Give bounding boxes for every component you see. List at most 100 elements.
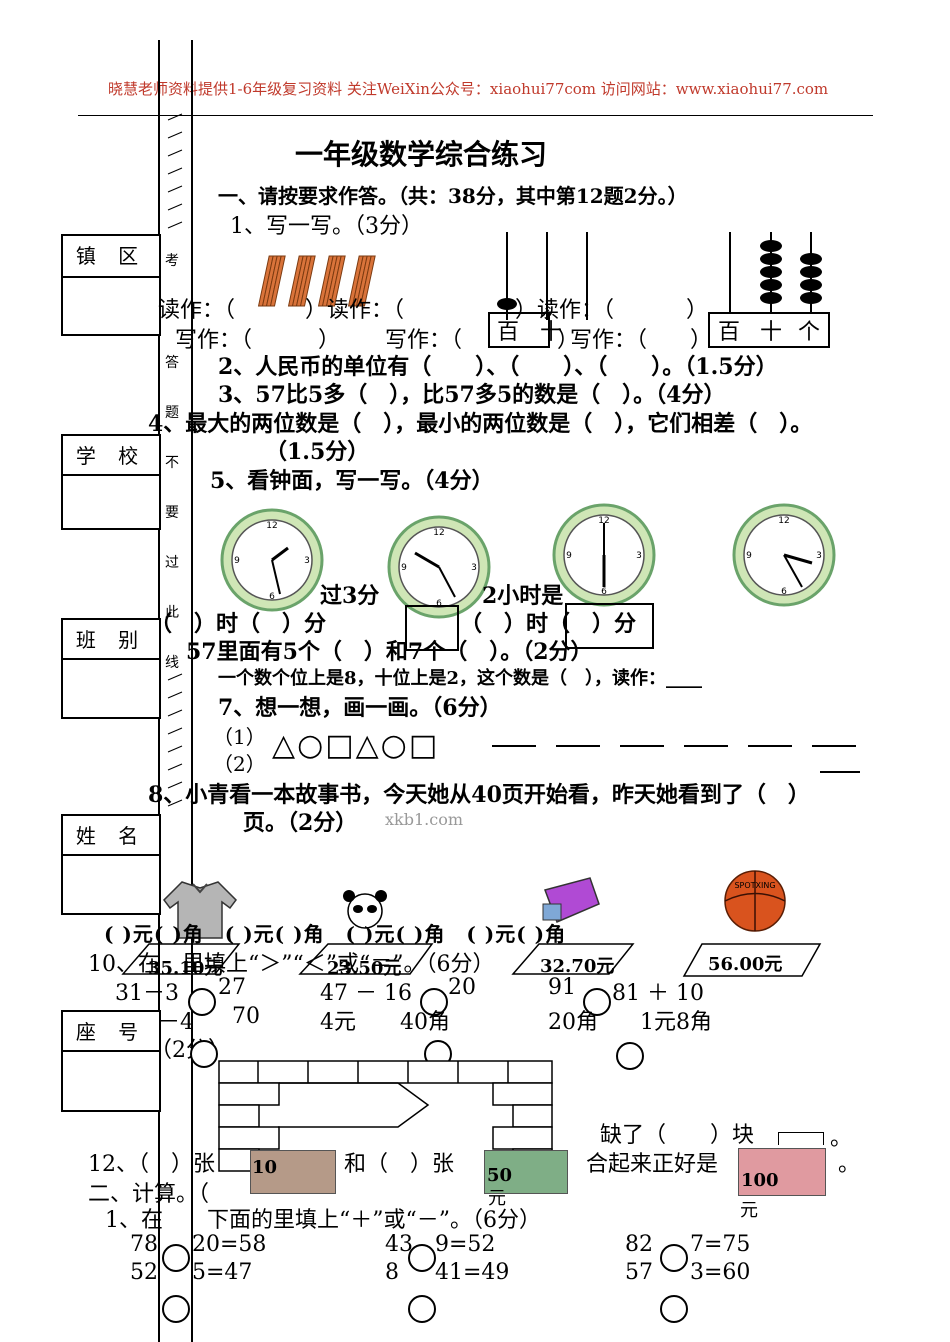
field-seat[interactable] [61, 1050, 161, 1112]
watermark: xkb1.com [385, 810, 463, 829]
abacus-1 [497, 232, 588, 320]
field-town[interactable] [61, 276, 161, 336]
svg-text:12: 12 [266, 521, 277, 531]
q7-blank[interactable] [492, 745, 536, 747]
q12-part: 。 [838, 1152, 861, 1177]
field-class[interactable] [61, 658, 161, 719]
compare-circle[interactable] [190, 1040, 218, 1068]
q10-expr: 4元 [320, 1010, 356, 1035]
q7-blank[interactable] [556, 745, 600, 747]
read-label-2: ）读作：（ [305, 298, 405, 323]
price-tag-frame [121, 943, 241, 975]
q7-row-1: （1） [213, 725, 266, 749]
q10-expr: 70 [232, 1004, 260, 1029]
write-label-2: 写作：（ [385, 328, 463, 353]
svg-text:12: 12 [598, 516, 609, 526]
section2-q1: 1、在 下面的里填上“＋”或“－”。（6分） [105, 1208, 541, 1233]
write-close-2: ） [557, 328, 580, 353]
q7: 7、想一想，画一画。（6分） [218, 695, 502, 721]
q11-end: 。 [830, 1126, 853, 1151]
q6a: 57里面有5个（ ）和7个（ ）。（2分） [186, 639, 593, 665]
q5-answer-2: （ ）时（ ）分 [460, 611, 637, 637]
q7-row-2: （2） [213, 752, 266, 776]
q10-expr: 27 [218, 975, 246, 1000]
q4-score: （1.5分） [265, 439, 370, 465]
price-tag-2: 23.50元 [327, 958, 402, 979]
compare-circle[interactable] [583, 988, 611, 1016]
svg-text:9: 9 [566, 551, 572, 561]
banknote-unit: 元 [488, 1188, 506, 1209]
svg-text:6: 6 [781, 587, 787, 597]
q10-expr: 31－3 [115, 981, 179, 1006]
q10-expr: 20 [448, 975, 476, 1000]
q7-blank[interactable] [620, 745, 664, 747]
operator-circle[interactable] [162, 1244, 190, 1272]
compare-circle[interactable] [616, 1042, 644, 1070]
svg-text:SPOTXING: SPOTXING [734, 881, 775, 890]
svg-text:6: 6 [269, 592, 275, 602]
read-label-3: 读作：（ [537, 298, 615, 323]
read-label-1: 读作：（ [158, 298, 236, 323]
q5: 5、看钟面，写一写。（4分） [210, 468, 494, 494]
operator-circle[interactable] [660, 1295, 688, 1323]
svg-text:9: 9 [746, 551, 752, 561]
operator-circle[interactable] [162, 1295, 190, 1323]
page-title: 一年级数学综合练习 [295, 138, 548, 171]
svg-text:12: 12 [778, 516, 789, 526]
header-rule [78, 115, 873, 116]
abacus-2-place: 个 [798, 320, 821, 345]
q9-answers: ( )元( )角 ( )元( )角 ( )元( )角 ( )元( )角 [104, 922, 567, 946]
operator-circle[interactable] [408, 1295, 436, 1323]
q12-part: 合起来正好是 [586, 1152, 719, 1177]
q7-blank[interactable] [684, 745, 728, 747]
q7-blank[interactable] [812, 745, 856, 747]
svg-text:3: 3 [304, 556, 310, 566]
notice-char: 要 [165, 505, 179, 521]
field-name[interactable] [61, 854, 161, 915]
operator-circle[interactable] [660, 1244, 688, 1272]
write-close-1: ） [318, 328, 341, 353]
calc-expr: 7=75 [690, 1232, 751, 1257]
brick-icon [778, 1132, 824, 1145]
calc-expr: 52 [130, 1260, 158, 1285]
notice-char: 此 [165, 605, 179, 621]
binding-line-right [191, 40, 193, 1342]
label-name: 姓 名 [61, 814, 161, 858]
write-label-3: 写作：（ [570, 328, 648, 353]
operator-circle[interactable] [408, 1244, 436, 1272]
calc-expr: 41=49 [435, 1260, 510, 1285]
banknote-100-image [738, 1148, 826, 1196]
q5-box [565, 603, 654, 649]
q11-text: 缺了（ ）块 [600, 1123, 755, 1148]
read-close-2: ） [515, 298, 538, 323]
svg-text:9: 9 [401, 563, 407, 573]
q12-part: 12、（ ）张 [88, 1152, 215, 1177]
price-tag-frame [511, 943, 635, 975]
q7-blank[interactable] [748, 745, 792, 747]
abacus-2-place: 十 [760, 320, 783, 345]
sweater-image [163, 881, 237, 939]
clock-1: 12 6 3 9 [220, 508, 324, 612]
notice-char: 线 [165, 655, 179, 671]
field-school[interactable] [61, 474, 161, 530]
compare-circle[interactable] [188, 988, 216, 1016]
svg-text:9: 9 [234, 556, 240, 566]
compare-circle[interactable] [420, 988, 448, 1016]
q5-fragment: 2小时是 [482, 583, 564, 609]
write-close-3: ） [690, 328, 713, 353]
banknote-value: 10 [252, 1157, 278, 1178]
q10-expr: 40角 [400, 1010, 450, 1035]
q7-blank[interactable] [820, 771, 860, 773]
calc-expr: 82 [625, 1232, 653, 1257]
basketball-image: SPOTXING [724, 870, 786, 932]
abacus-2 [729, 232, 822, 312]
section1-heading: 一、请按要求作答。（共：38分，其中第12题2分。） [218, 184, 688, 208]
q7-shape-pattern: △○□△○□ [272, 728, 440, 763]
stick-bundles-image [257, 255, 376, 307]
banknote-value: 100 [741, 1170, 779, 1191]
calc-expr: 8 [385, 1260, 399, 1285]
q6b: 一个数个位上是8，十位上是2，这个数是（ ），读作：____ [218, 668, 703, 689]
q10-expr: 1元8角 [640, 1010, 712, 1035]
